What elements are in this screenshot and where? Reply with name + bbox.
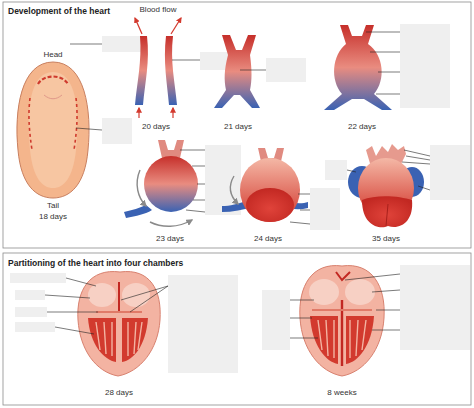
stage-label: 28 days: [105, 388, 133, 398]
stage-label: 20 days: [142, 122, 170, 132]
region-label: Tail: [47, 201, 59, 211]
blank-label: [325, 160, 347, 180]
region-label: Head: [43, 50, 62, 60]
blank-label: [430, 145, 470, 200]
heart-loop-24: [222, 148, 308, 222]
blank-label: [400, 265, 470, 350]
heart-loop-23: [124, 140, 218, 226]
blank-label: [15, 290, 45, 300]
stage-label: 22 days: [348, 122, 376, 132]
blank-label: [10, 273, 66, 283]
stage-label: 24 days: [254, 234, 282, 244]
top-panel: [3, 2, 471, 248]
flow-label: Blood flow: [140, 5, 177, 15]
stage-label: 35 days: [372, 234, 400, 244]
heart-tubes-20: [135, 18, 181, 118]
blank-label: [310, 188, 340, 230]
heart-section-28: [78, 272, 160, 376]
heart-tube-22: [324, 25, 392, 110]
stage-label: 8 weeks: [327, 388, 356, 398]
blank-label: [262, 290, 290, 350]
blank-label: [266, 58, 306, 82]
embryo: [17, 62, 89, 198]
panel-heading: Partitioning of the heart into four cham…: [8, 258, 183, 268]
heart-tube-21: [214, 35, 260, 108]
blank-label: [102, 118, 132, 144]
blank-label: [168, 275, 238, 373]
blank-label: [15, 322, 55, 332]
stage-label: 23 days: [156, 234, 184, 244]
blank-label: [15, 307, 47, 317]
stage-label: 21 days: [224, 122, 252, 132]
heart-35: [348, 144, 424, 227]
blank-label: [102, 36, 142, 52]
stage-label: 18 days: [39, 212, 67, 222]
heart-section-8-weeks: [300, 266, 384, 376]
bottom-panel: [3, 253, 471, 405]
panel-heading: Development of the heart: [8, 6, 110, 16]
blank-label: [400, 24, 450, 108]
